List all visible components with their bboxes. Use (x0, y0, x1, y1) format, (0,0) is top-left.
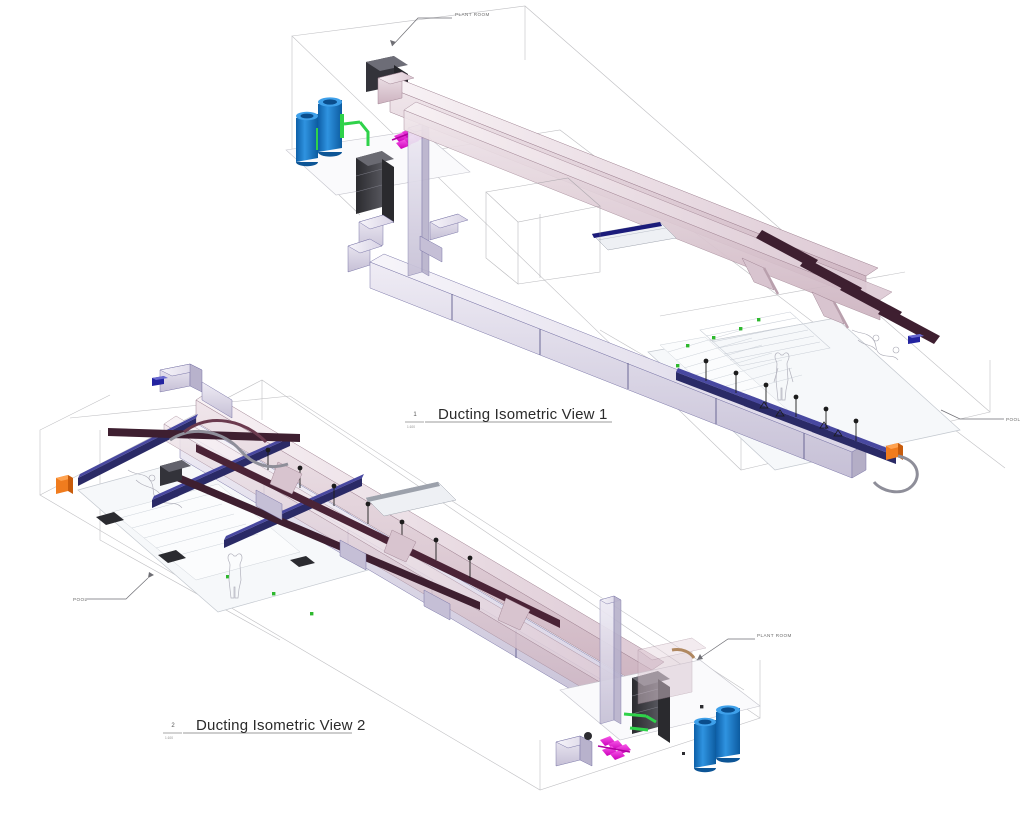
view-2-number: 2 (171, 723, 175, 729)
buffer-tank-a-1 (296, 111, 320, 167)
anno-plant-room-1-label: PLANT ROOM (455, 12, 490, 17)
valve-manifold-2 (597, 736, 631, 760)
view-title-block-1: 1 1:100 Ducting Isometric View 1 (405, 406, 612, 429)
supply-branch-takeoff-2 (255, 489, 451, 621)
view-title-block-2: 2 1:100 Ducting Isometric View 2 (163, 717, 366, 740)
view-1-geometry (285, 5, 1006, 494)
annotation-leaders (86, 17, 1004, 661)
view-1-number: 1 (413, 412, 417, 418)
pipe-connection-2 (623, 712, 657, 732)
air-handling-unit-1 (355, 151, 394, 223)
return-branch-tees-1 (741, 257, 850, 329)
structural-beam-group-1 (756, 230, 940, 344)
view-1-scale: 1:100 (407, 425, 415, 429)
leader-plant-room-1 (391, 17, 452, 47)
lighting-beam-group-2 (78, 414, 364, 548)
flexible-pipe-1 (872, 454, 919, 494)
return-branch-tees-2 (269, 461, 531, 631)
human-figure-scale-1 (773, 352, 794, 401)
small-grille-1 (908, 334, 924, 344)
equipment-enclosure-1 (485, 177, 601, 285)
supply-elbow-2 (159, 363, 233, 419)
buffer-tank-b-2 (716, 705, 740, 763)
supply-riser-column-2 (599, 595, 622, 725)
ceiling-grille-2 (365, 481, 457, 517)
flexible-pipe-2 (169, 429, 289, 469)
supply-branch-takeoff-1 (419, 213, 469, 263)
maroon-pipe-2 (183, 419, 268, 444)
lighting-beam-group-1 (676, 368, 898, 464)
view-2-title: Ducting Isometric View 2 (196, 717, 366, 734)
small-grille-2 (152, 376, 168, 386)
plant-marker-group-2 (682, 705, 704, 755)
anno-pool-1-label: POOL (1006, 417, 1021, 422)
plant-pipe-2 (671, 648, 696, 659)
ceiling-grille-1 (591, 221, 677, 251)
pipe-connection-1 (343, 120, 370, 146)
wall-fixture-orange-2 (56, 475, 73, 494)
leader-pool-2 (86, 577, 149, 600)
leader-pool-1 (940, 409, 1004, 420)
equipment-block-2 (160, 460, 191, 486)
leader-plant-room-2 (696, 638, 755, 661)
anno-plant-room-2-label: PLANT ROOM (757, 633, 792, 638)
supply-riser-column-1 (407, 123, 430, 277)
deck-valve-symbols-1 (759, 401, 843, 437)
pendant-head-group-1 (703, 358, 859, 424)
buffer-tank-b-1 (318, 97, 344, 157)
anno-pool-2-label: POOL (73, 597, 88, 602)
view-1-title: Ducting Isometric View 1 (438, 406, 608, 423)
view-2-geometry (39, 363, 761, 791)
pendant-head-group-2 (265, 447, 473, 561)
pendant-drop-group-1 (705, 361, 857, 441)
floor-sensor-group-1 (676, 318, 761, 368)
supply-elbow-lower-2 (555, 735, 593, 767)
view-2-scale: 1:100 (165, 736, 173, 740)
human-figure-scale-2 (227, 553, 243, 599)
floor-pad-group-2 (96, 512, 315, 567)
buffer-tank-a-2 (694, 717, 716, 773)
dark-fitting-2 (584, 732, 592, 740)
pool-equipment-detail-1 (851, 329, 900, 361)
